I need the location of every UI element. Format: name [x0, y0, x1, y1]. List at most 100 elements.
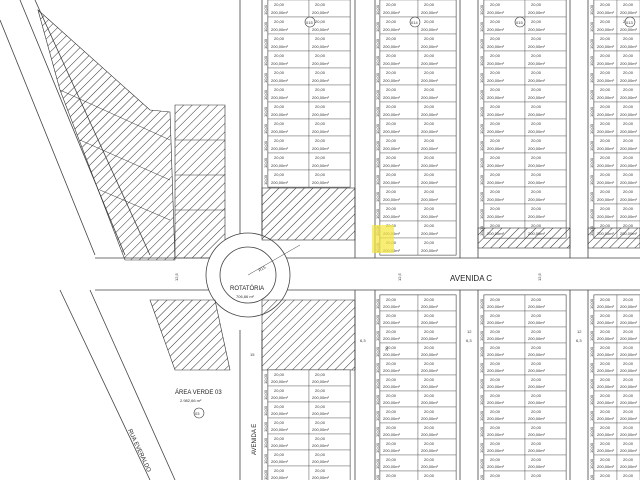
lot-area: 200,00m²: [597, 336, 615, 341]
lot-depth: 10,00: [589, 362, 594, 373]
lot-depth: 10,00: [263, 106, 268, 117]
lot-depth: 10,00: [375, 140, 380, 151]
lot-area: 200,00m²: [271, 112, 289, 117]
lot-area: 200,00m²: [271, 44, 289, 49]
lot-dim: 20,00: [531, 409, 542, 414]
lot-area: 200,00m²: [383, 368, 401, 373]
lot-area: 200,00m²: [487, 61, 505, 66]
lot-area: 200,00m²: [620, 44, 638, 49]
lot-dim: 20,00: [424, 361, 435, 366]
lot-area: 200,00m²: [620, 432, 638, 437]
lot-area: 200,00m²: [597, 180, 615, 185]
lot-depth: 10,00: [589, 191, 594, 202]
lot-grid-bottom: 200,00m²20,00200,00m²20,0010,00200,00m²2…: [263, 294, 640, 480]
lot-dim: 20,00: [274, 372, 285, 377]
lot-dim: 20,00: [424, 155, 435, 160]
lot-area: 200,00m²: [421, 368, 439, 373]
lot-dim: 20,00: [531, 361, 542, 366]
lot-area: 200,00m²: [421, 163, 439, 168]
lot-area: 200,00m²: [487, 464, 505, 469]
lot-depth: 10,00: [479, 442, 484, 453]
lot-dim: 20,00: [600, 36, 611, 41]
lot-depth: 10,00: [375, 362, 380, 373]
lot-area: 200,00m²: [487, 214, 505, 219]
lot-area: 200,00m²: [383, 78, 401, 83]
lot-area: 200,00m²: [312, 411, 330, 416]
lot[interactable]: [308, 465, 351, 480]
lot-dim: 20,00: [274, 404, 285, 409]
lot-area: 200,00m²: [312, 443, 330, 448]
lot-dim: 20,00: [386, 189, 397, 194]
lot-dim: 20,00: [386, 138, 397, 143]
lot-dim: 20,00: [386, 473, 397, 478]
lot[interactable]: [417, 470, 457, 480]
lot-dim: 20,00: [386, 206, 397, 211]
lot-area: 200,00m²: [312, 78, 330, 83]
lot[interactable]: [308, 169, 351, 188]
lot-area: 200,00m²: [620, 61, 638, 66]
lot-area: 200,00m²: [528, 416, 546, 421]
lot-area: 200,00m²: [271, 163, 289, 168]
lot-area: 200,00m²: [383, 416, 401, 421]
lot-area: 200,00m²: [271, 395, 289, 400]
lot-area: 200,00m²: [597, 368, 615, 373]
lot-depth: 10,00: [479, 140, 484, 151]
lot-area: 200,00m²: [312, 129, 330, 134]
lot-dim: 20,00: [600, 155, 611, 160]
lot-depth: 10,00: [589, 330, 594, 341]
lot-dim: 20,00: [600, 104, 611, 109]
lot-area: 200,00m²: [421, 197, 439, 202]
lot-dim: 20,00: [531, 297, 542, 302]
lot-area: 200,00m²: [597, 416, 615, 421]
lot-area: 200,00m²: [421, 464, 439, 469]
lot-dim: 20,00: [623, 206, 634, 211]
lot-dim: 20,00: [424, 87, 435, 92]
lot-area: 200,00m²: [620, 304, 638, 309]
lot-depth: 10,00: [479, 362, 484, 373]
lot-dim: 20,00: [424, 53, 435, 58]
lot-area: 200,00m²: [620, 416, 638, 421]
lot-dim: 20,00: [531, 345, 542, 350]
lot-depth: 10,00: [589, 410, 594, 421]
lot[interactable]: [417, 237, 457, 256]
lot-dim: 20,00: [424, 19, 435, 24]
lot-area: 200,00m²: [620, 400, 638, 405]
lot-dim: 20,00: [623, 473, 634, 478]
lot-dim: 20,00: [424, 425, 435, 430]
lot-area: 200,00m²: [312, 112, 330, 117]
lot-dim: 20,00: [274, 436, 285, 441]
lot-depth: 10,00: [263, 72, 268, 83]
lot-dim: 20,00: [386, 313, 397, 318]
lot-depth: 10,00: [479, 106, 484, 117]
lot-depth: 10,00: [479, 378, 484, 389]
lot-depth: 10,00: [375, 174, 380, 185]
lot-dim: 20,00: [623, 172, 634, 177]
lot[interactable]: [524, 470, 567, 480]
lot-area: 200,00m²: [528, 197, 546, 202]
lot-area: 200,00m²: [421, 432, 439, 437]
lot-depth: 10,00: [479, 191, 484, 202]
lot-depth: 10,00: [263, 174, 268, 185]
lot-area: 200,00m²: [528, 95, 546, 100]
vertical-roads: AVENIDA E: [239, 0, 589, 480]
lot-depth: 10,00: [479, 330, 484, 341]
lot-area: 200,00m²: [597, 304, 615, 309]
lot-depth: 10,00: [263, 469, 268, 480]
block-tag-label: 014: [411, 20, 418, 25]
lot-area: 200,00m²: [383, 197, 401, 202]
lot-area: 200,00m²: [620, 180, 638, 185]
selected-lot-highlight[interactable]: [372, 225, 394, 253]
lot-dim: 20,00: [386, 172, 397, 177]
lot-depth: 10,00: [375, 394, 380, 405]
lot-area: 200,00m²: [487, 336, 505, 341]
lot-depth: 10,00: [263, 140, 268, 151]
block-tag: [409, 16, 421, 28]
lot-depth: 10,00: [263, 373, 268, 384]
lot[interactable]: [616, 470, 640, 480]
lot-dim: 20,00: [424, 138, 435, 143]
lot-dim: 20,00: [424, 121, 435, 126]
lot-area: 200,00m²: [487, 44, 505, 49]
lot-dim: 20,00: [424, 189, 435, 194]
lot-area: 200,00m²: [421, 231, 439, 236]
lot-area: 200,00m²: [487, 146, 505, 151]
